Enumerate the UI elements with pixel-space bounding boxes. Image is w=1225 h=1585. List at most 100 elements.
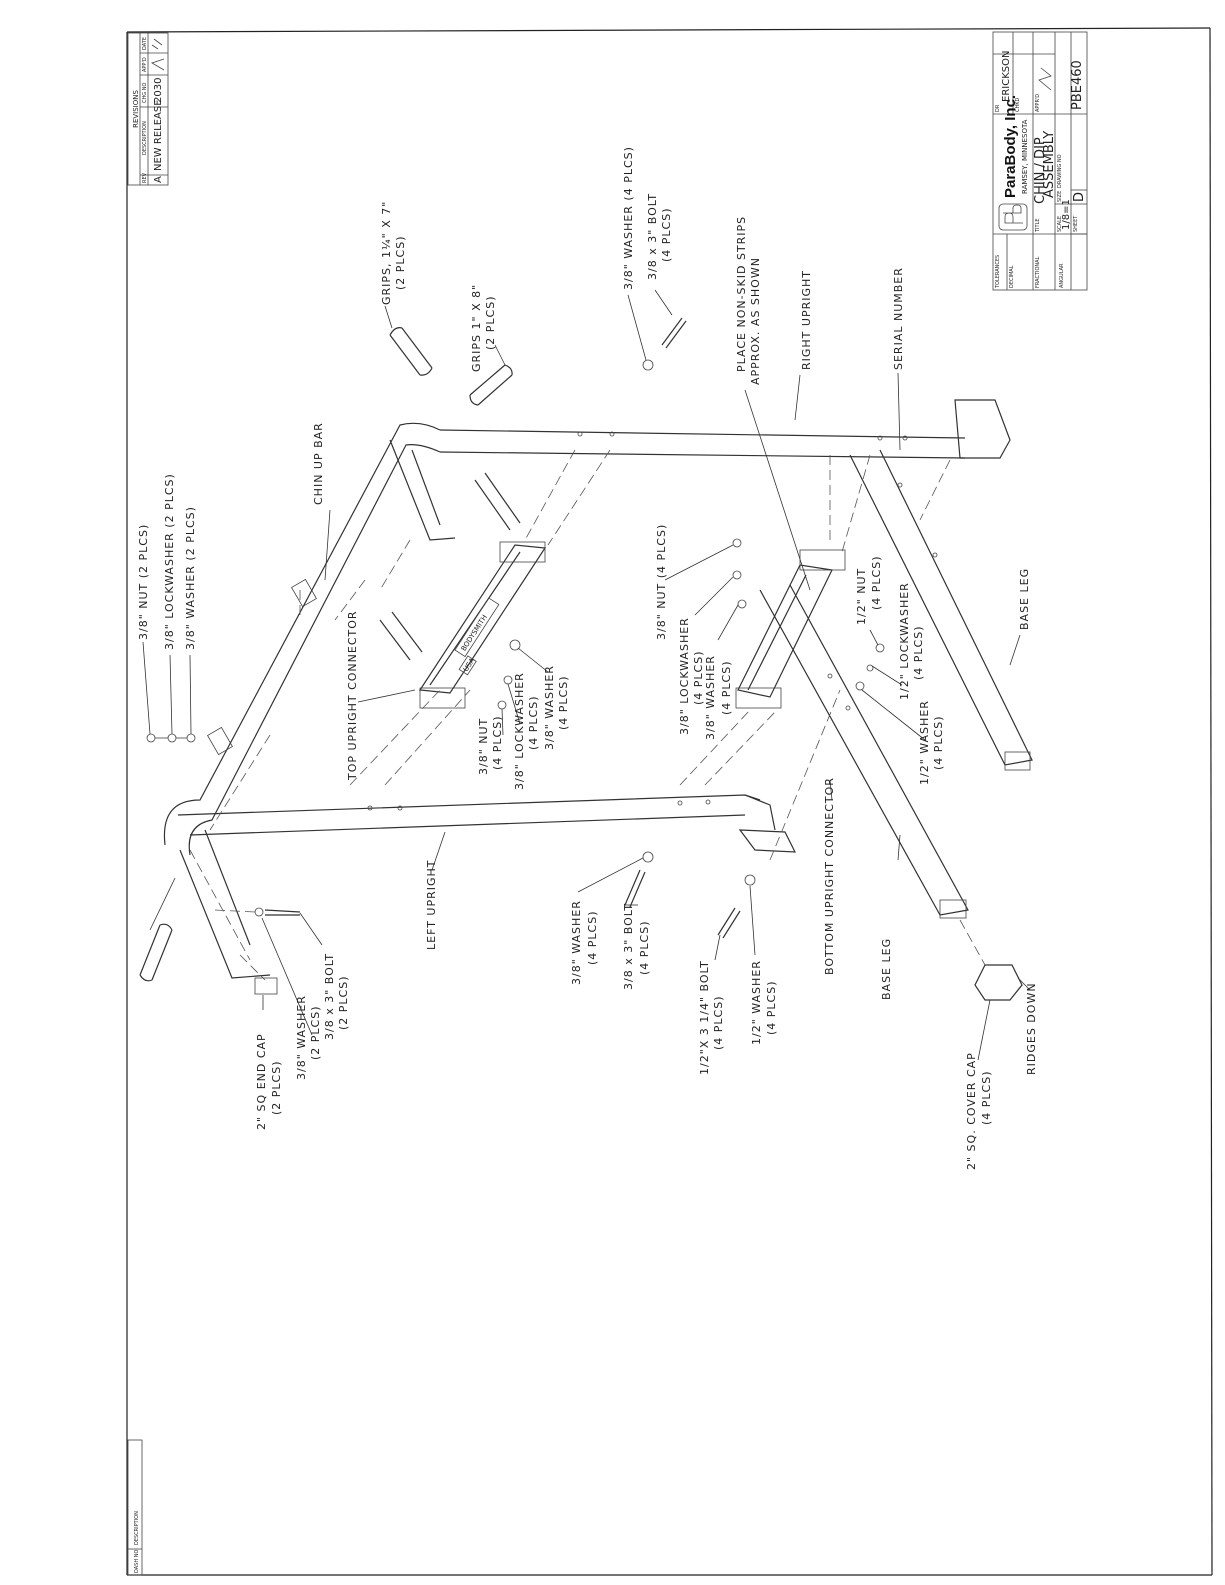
grip-8in-upper	[469, 364, 513, 406]
label-grips-7-qty: (2 PLCS)	[394, 235, 407, 290]
label-washer-mid: 3/8" WASHER	[543, 665, 556, 750]
top-upright-connector: BODYSMITH USA	[418, 541, 547, 709]
label-half-bolt: 1/2"X 3 1/4" BOLT	[698, 960, 711, 1075]
label-bolt-bottom: 3/8 x 3" BOLT	[622, 903, 635, 990]
label-grips-8-qty: (2 PLCS)	[484, 295, 497, 350]
label-half-washer-qty: (4 PLCS)	[932, 715, 945, 770]
cover-cap-part	[959, 919, 1023, 1001]
washer-bottom	[642, 851, 654, 863]
label-half-lockwasher-qty: (4 PLCS)	[912, 625, 925, 680]
label-half-nut-qty: (4 PLCS)	[870, 555, 883, 610]
label-grips-7: GRIPS, 1¼" X 7"	[380, 201, 393, 305]
half-nut	[875, 643, 885, 653]
end-cap-part	[239, 954, 278, 995]
top-connector-bracket-left	[419, 687, 466, 709]
bolt-right	[661, 317, 687, 349]
label-lockwasher-lower-qty: (4 PLCS)	[692, 650, 705, 705]
date-col-header: DATE	[142, 37, 148, 50]
label-cover-cap-qty: (4 PLCS)	[980, 1070, 993, 1125]
nut-top	[146, 733, 156, 743]
angular-label: ANGULAR	[1059, 263, 1065, 288]
description-col-header-bottom: DESCRIPTION	[134, 1511, 140, 1545]
half-bolt	[717, 907, 741, 939]
lockwasher-top	[167, 733, 177, 743]
label-chin-up-bar: CHIN UP BAR	[312, 422, 325, 505]
label-lockwasher-lower: 3/8" LOCKWASHER	[678, 617, 691, 735]
label-washer-bottom-qty: (4 PLCS)	[586, 910, 599, 965]
base-leg-left-part	[759, 584, 969, 919]
scale-label: SCALE	[1057, 216, 1063, 232]
revision-row-description: NEW RELEASE	[153, 99, 164, 171]
size-label: SIZE	[1057, 191, 1063, 202]
nut-lower-1	[732, 538, 742, 548]
washer-lower	[737, 599, 747, 609]
label-half-washer-bottom-qty: (4 PLCS)	[765, 980, 778, 1035]
grip-7in-lower	[139, 923, 173, 982]
drawn-by-label: DR	[995, 104, 1001, 112]
label-bolt-right-qty: (4 PLCS)	[660, 207, 673, 262]
label-end-cap: 2" SQ END CAP	[255, 1033, 268, 1130]
drawing-title-line-1: CHIN / DIP	[1033, 137, 1048, 204]
label-half-bolt-qty: (4 PLCS)	[712, 995, 725, 1050]
label-left-upright: LEFT UPRIGHT	[425, 859, 438, 950]
label-serial-number: SERIAL NUMBER	[892, 267, 905, 370]
title-block: ParaBody, Inc. RAMSEY, MINNESOTA TOLERAN…	[992, 31, 1088, 291]
label-cover-cap: 2" SQ. COVER CAP	[965, 1052, 978, 1170]
label-nonskid-line-1: PLACE NON-SKID STRIPS	[735, 216, 748, 372]
description-col-header: DESCRIPTION	[142, 121, 148, 155]
half-washer	[855, 681, 865, 691]
rev-col-header: REV	[142, 172, 148, 183]
dash-no-col-header: DASH NO	[134, 1550, 140, 1573]
tolerances-label: TOLERANCES	[995, 255, 1001, 289]
label-lockwasher-top: 3/8" LOCKWASHER (2 PLCS)	[163, 473, 176, 650]
label-nut-mid-qty: (4 PLCS)	[491, 715, 504, 770]
leader-lines	[142, 289, 1031, 1061]
dash-description-block: DASH NO DESCRIPTION	[127, 1439, 143, 1576]
bolt-bottom	[624, 869, 646, 908]
bolt-end	[264, 909, 301, 916]
top-connector-bracket-right	[499, 541, 546, 563]
grips-parts	[139, 327, 521, 982]
bodysmith-decal: BODYSMITH USA	[454, 597, 500, 676]
label-lockwasher-mid: 3/8" LOCKWASHER	[513, 672, 526, 790]
revisions-title: REVISIONS	[132, 90, 140, 128]
left-upright	[177, 794, 796, 853]
half-lockwasher	[866, 664, 874, 672]
bottom-connector-bracket-left	[735, 687, 782, 709]
label-bolt-right: 3/8 x 3" BOLT	[646, 193, 659, 280]
label-washer-right: 3/8" WASHER (4 PLCS)	[622, 146, 635, 290]
decimal-label: DECIMAL	[1009, 265, 1015, 288]
approval-signature	[1038, 67, 1052, 91]
sheet-label: SHEET	[1073, 215, 1079, 232]
drawing-number: PBE460	[1070, 60, 1085, 110]
label-right-upright: RIGHT UPRIGHT	[800, 270, 813, 370]
label-end-cap-qty: (2 PLCS)	[270, 1060, 283, 1115]
right-upright	[439, 399, 1011, 459]
revision-row-chg-no: 2030	[153, 78, 164, 103]
label-half-lockwasher: 1/2" LOCKWASHER	[898, 582, 911, 700]
title-label: TITLE	[1035, 218, 1041, 233]
label-washer-top: 3/8" WASHER (2 PLCS)	[184, 506, 197, 650]
fractional-label: FRACTIONAL	[1035, 256, 1041, 288]
parabody-logo	[998, 203, 1028, 231]
label-nonskid-line-2: APPROX. AS SHOWN	[749, 257, 762, 385]
washer-end	[254, 907, 264, 917]
company-location: RAMSEY, MINNESOTA	[1021, 119, 1029, 194]
label-half-washer-bottom: 1/2" WASHER	[750, 960, 763, 1045]
date-handwriting-mark	[151, 38, 163, 50]
approved-label: APPR'D	[1035, 94, 1041, 112]
revisions-block: REVISIONS REV DESCRIPTION CHG NO APP'D D…	[127, 32, 169, 186]
label-washer-end-qty: (2 PLCS)	[309, 1005, 322, 1060]
revision-row-rev: A	[153, 176, 164, 183]
half-washer-bottom	[744, 874, 756, 886]
grip-8in-lower-a	[474, 472, 521, 531]
label-nut-lower: 3/8" NUT (4 PLCS)	[655, 524, 668, 640]
checked-label: CHKD	[1015, 97, 1021, 112]
bottom-connector-bracket-right	[799, 549, 846, 571]
label-bolt-bottom-qty: (4 PLCS)	[638, 920, 651, 975]
chin-up-bar	[163, 422, 456, 979]
chg-no-col-header: CHG NO	[142, 83, 148, 103]
washer-mid	[509, 639, 521, 651]
washer-top	[186, 733, 196, 743]
